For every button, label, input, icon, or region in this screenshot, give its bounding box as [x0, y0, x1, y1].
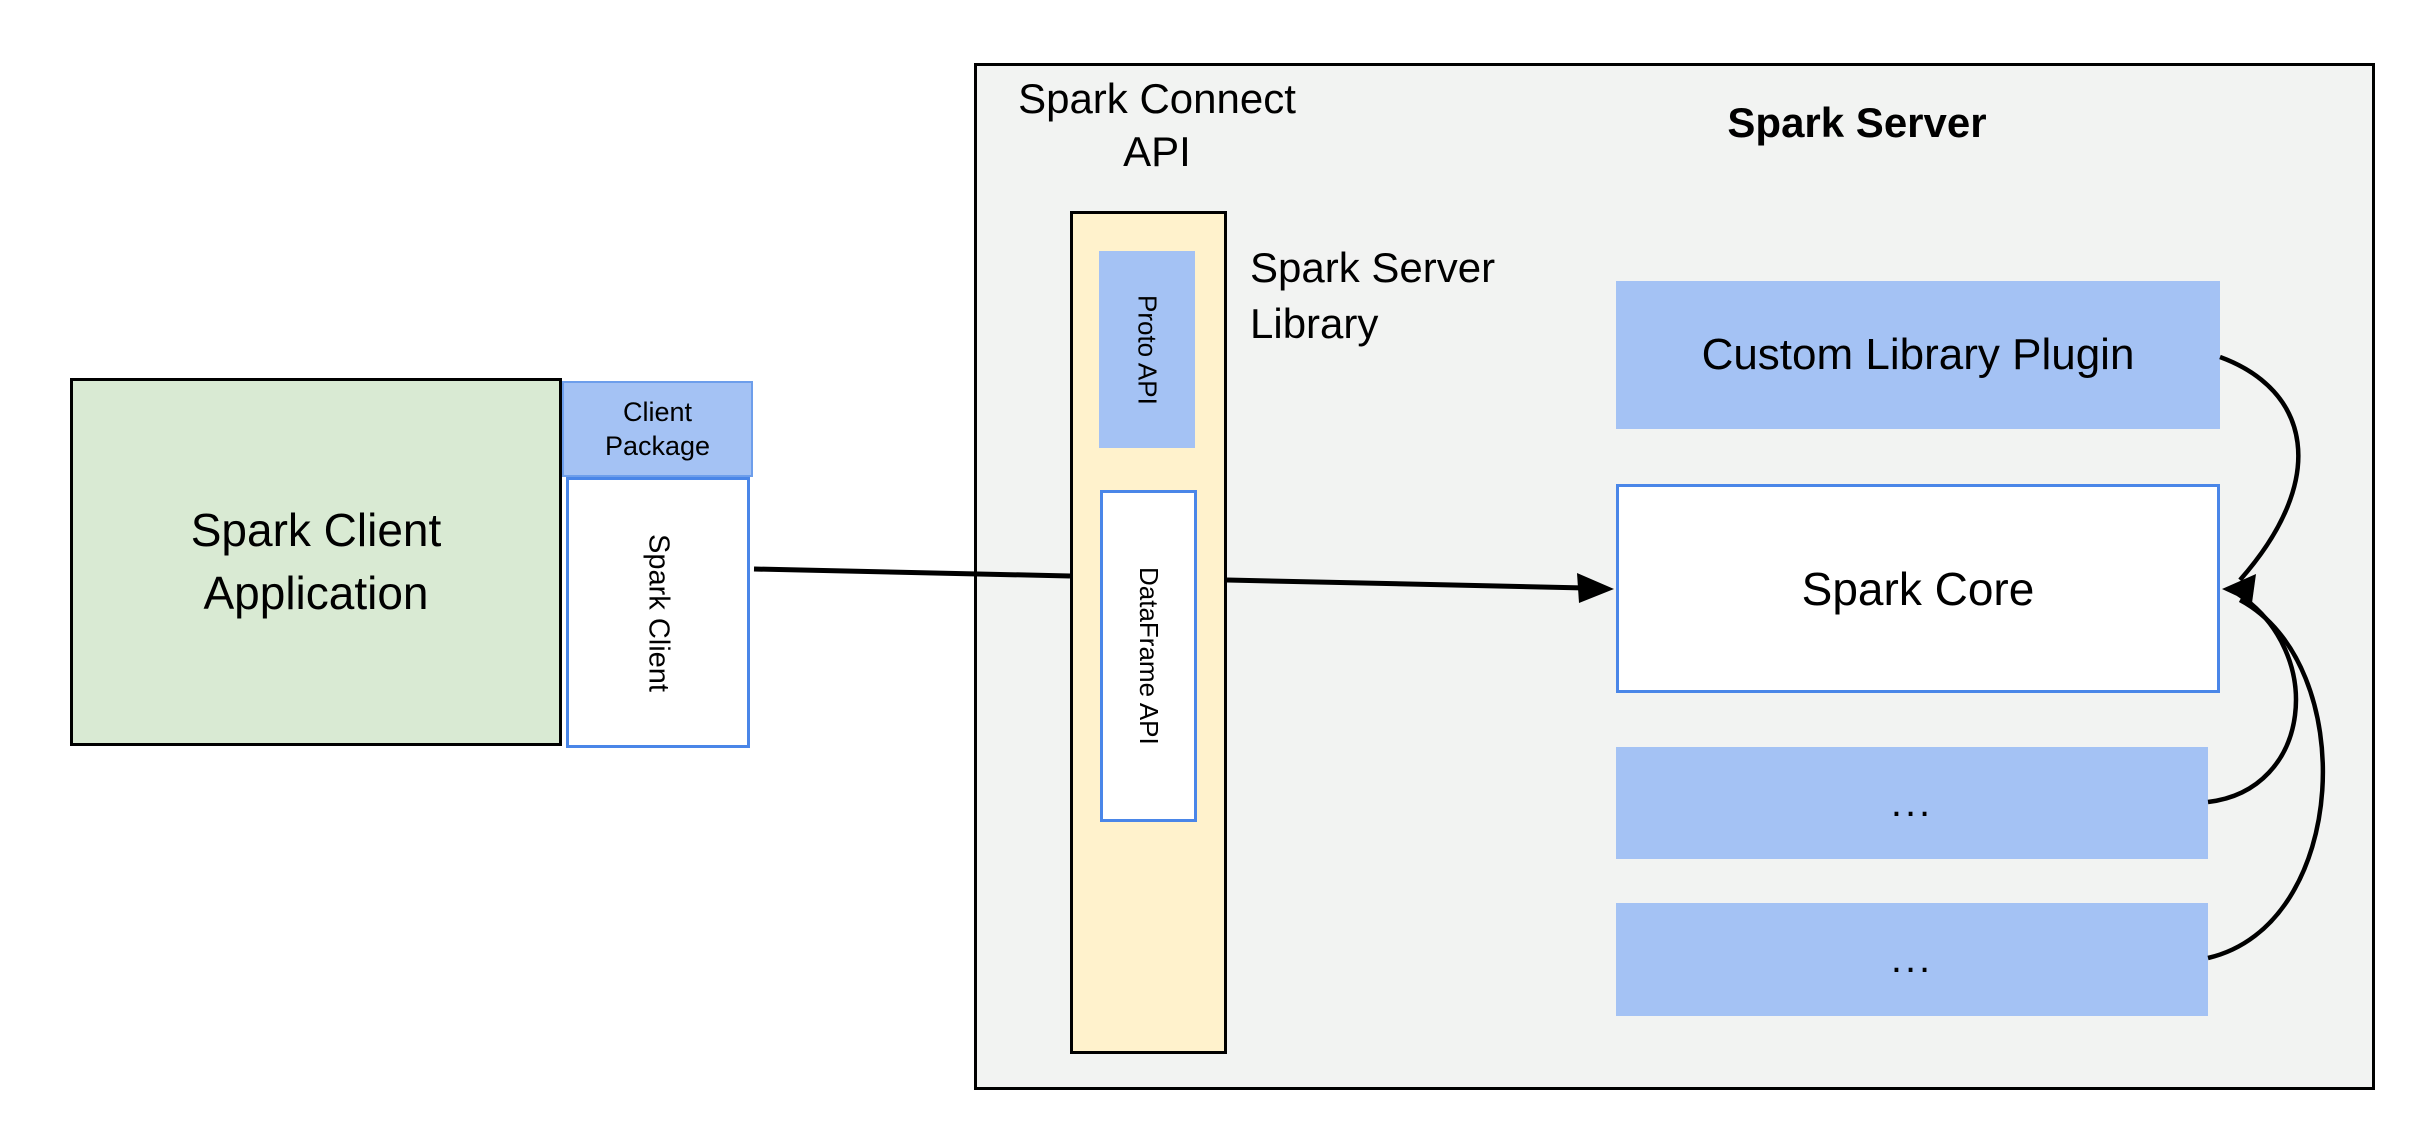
- server-plugin-placeholder-box-2: ...: [1616, 903, 2208, 1016]
- custom-library-plugin-box: Custom Library Plugin: [1616, 281, 2220, 429]
- spark-server-library-label: Spark Server Library: [1250, 240, 1670, 352]
- spark-client-application-box: Spark Client Application: [70, 378, 562, 746]
- spark-connect-api-title-line1: Spark Connect: [1018, 75, 1296, 122]
- spark-client-label: Spark Client: [642, 533, 675, 692]
- spark-connect-api-title-line2: API: [1123, 128, 1191, 175]
- server-plugin-placeholder-box-1: ...: [1616, 747, 2208, 859]
- spark-core-box: Spark Core: [1616, 484, 2220, 693]
- spark-connect-api-title: Spark Connect API: [952, 72, 1362, 178]
- dataframe-api-label: DataFrame API: [1134, 567, 1164, 745]
- spark-server-library-label-line2: Library: [1250, 300, 1379, 347]
- spark-client-application-label-line1: Spark Client: [190, 504, 442, 556]
- dataframe-api-box: DataFrame API: [1100, 490, 1197, 822]
- spark-client-box: Spark Client: [566, 477, 750, 748]
- client-package-label-line1: Client: [622, 397, 693, 427]
- spark-client-application-label-line2: Application: [203, 567, 429, 619]
- spark-server-title: Spark Server: [1727, 99, 1987, 146]
- client-package-label-line2: Package: [604, 431, 711, 461]
- spark-server-library-label-line1: Spark Server: [1250, 244, 1496, 291]
- client-package-box: Client Package: [562, 381, 753, 477]
- proto-api-label: Proto API: [1132, 294, 1163, 405]
- proto-api-box: Proto API: [1099, 251, 1195, 448]
